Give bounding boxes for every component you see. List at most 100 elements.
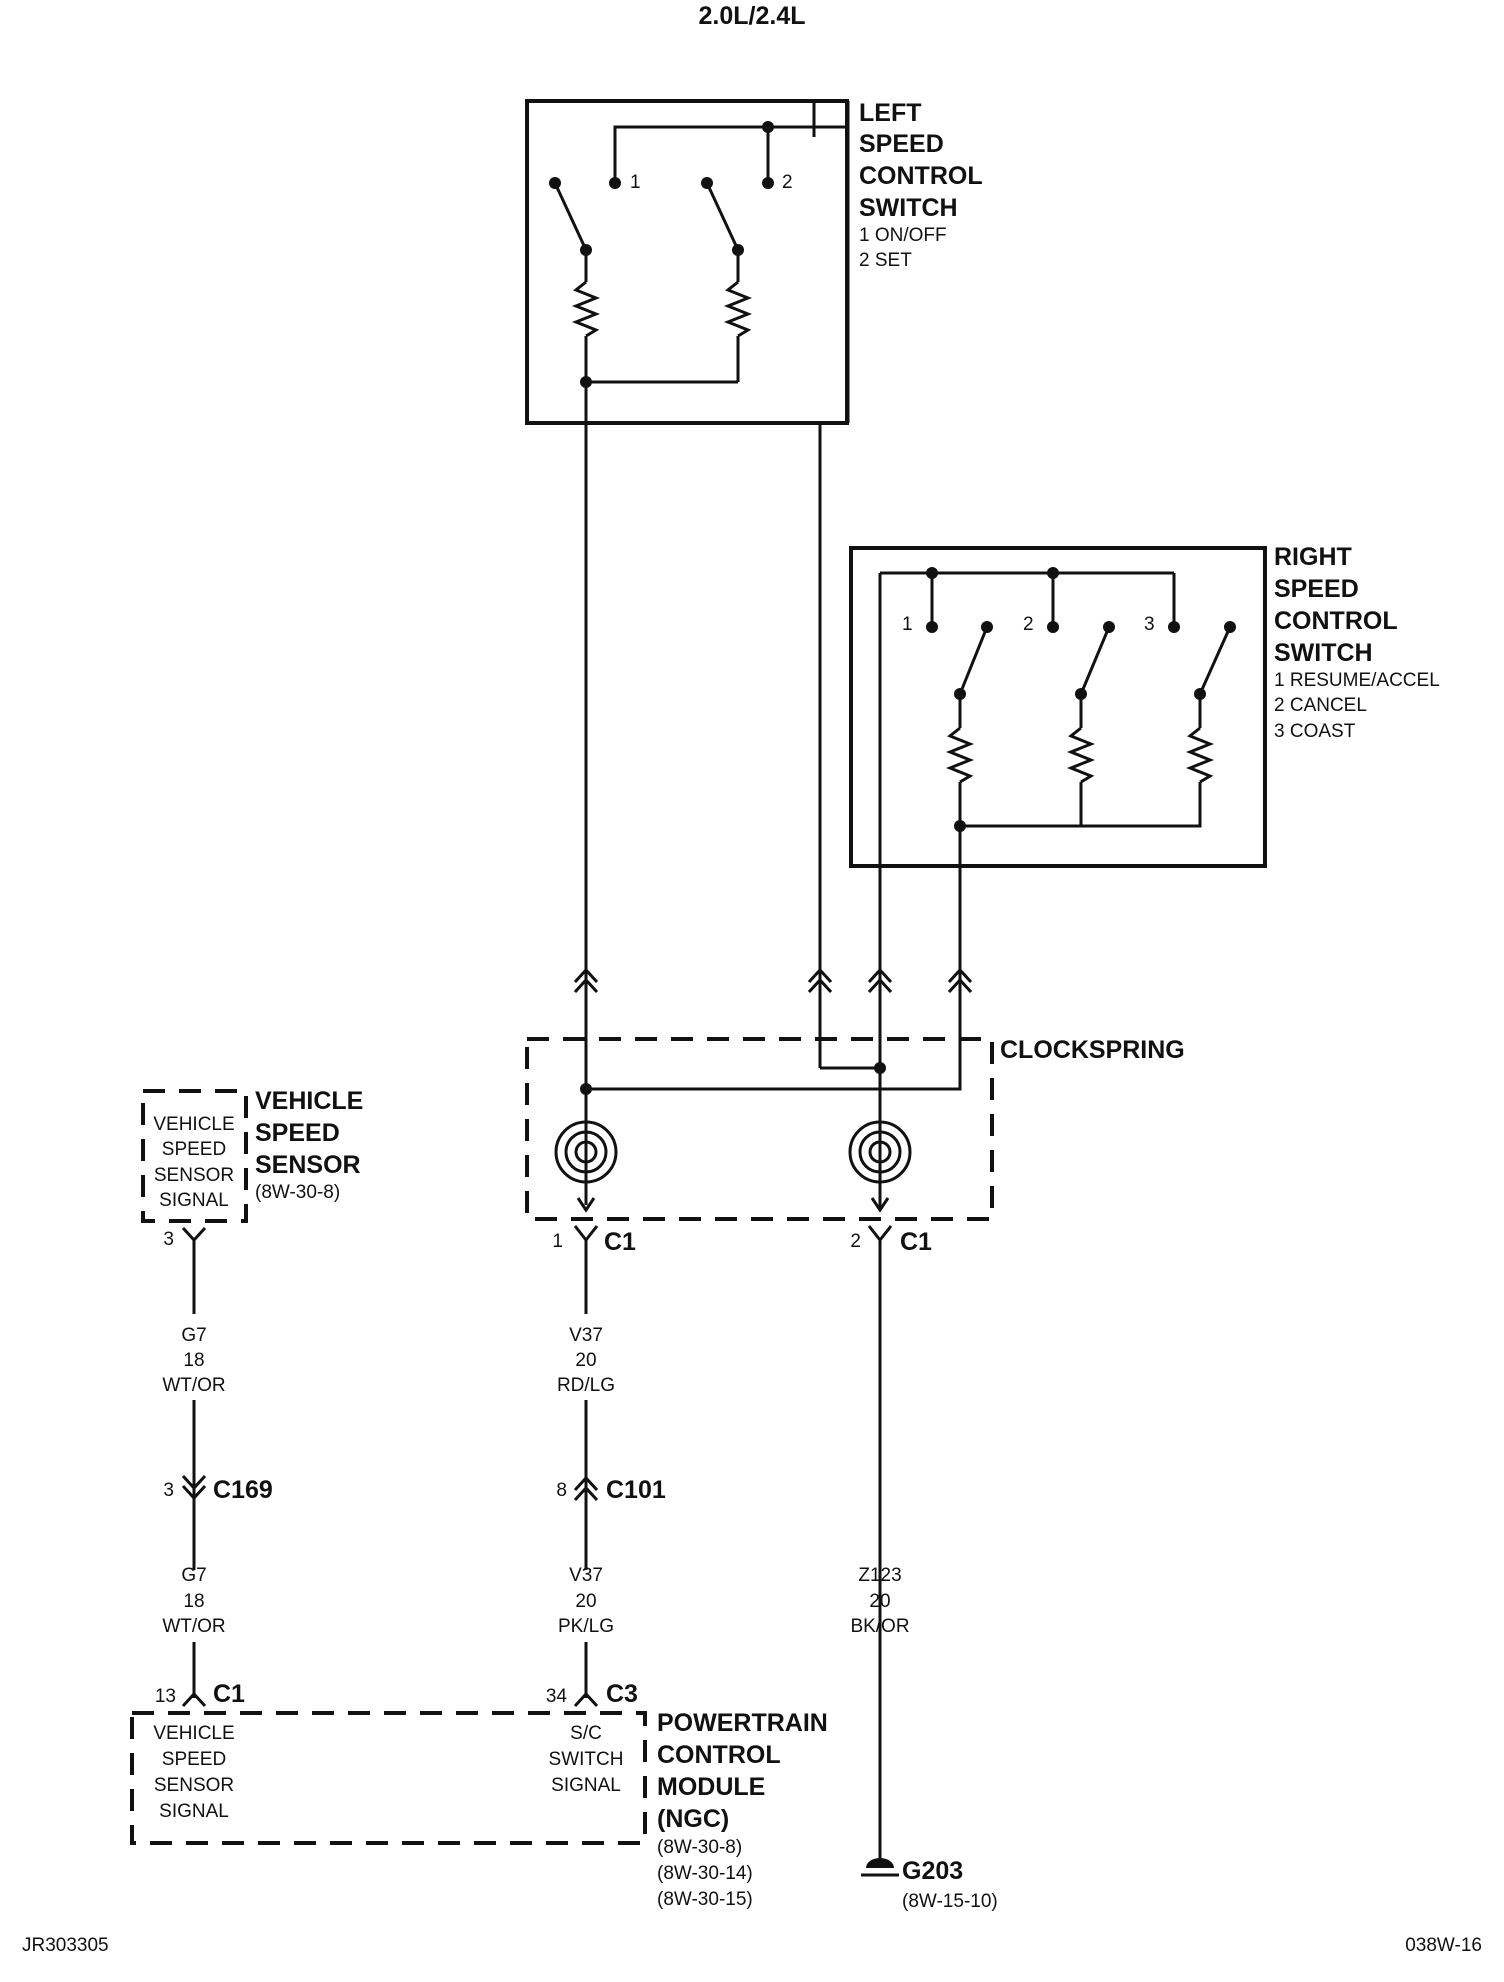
right-switch-name-line-4: SWITCH [1274,639,1373,667]
left-switch-pin-1-label: 1 [630,172,641,193]
clockspring-coil-1 [554,1120,618,1184]
pcm-c3-pin: 34 [546,1686,568,1707]
right-switch-box [849,546,1267,868]
right-switch-contact-2 [1047,621,1059,633]
pcm-c3-inner-line-1: S/C [570,1723,602,1744]
v37-upper-color: RD/LG [557,1375,615,1396]
pcm-ref-3: (8W-30-15) [657,1889,753,1910]
c169-pin: 3 [163,1480,174,1501]
left-switch-contact-1 [609,177,621,189]
clockspring [525,1037,994,1221]
left-switch-item-2: 2 SET [859,250,912,271]
g7-upper-circuit: G7 [181,1325,206,1346]
pcm-c1-inner-line-1: VEHICLE [153,1723,234,1744]
right-switch-item-2: 2 CANCEL [1274,695,1367,716]
right-switch-name-line-2: SPEED [1274,575,1359,603]
v37-lower-circuit: V37 [569,1565,603,1586]
vss-name-line-3: SENSOR [255,1151,361,1179]
left-switch-box [525,99,849,425]
pcm-c3-inner-line-3: SIGNAL [551,1775,621,1796]
pcm-c3-name: C3 [606,1680,638,1708]
g7-upper-gauge: 18 [183,1350,204,1371]
clockspring-box [525,1037,994,1221]
left-switch-contact-2 [762,177,774,189]
left-switch-item-1: 1 ON/OFF [859,225,947,246]
right-switch-contact-3 [1168,621,1180,633]
right-switch-contact-1 [926,621,938,633]
z123-color: BK/OR [850,1616,909,1637]
g7-lower-gauge: 18 [183,1591,204,1612]
pcm-c1-inner-line-3: SENSOR [154,1775,234,1796]
pcm-c3-inner-line-2: SWITCH [549,1749,624,1770]
vss-inner-line-3: SENSOR [154,1165,234,1186]
vss-inner-line-1: VEHICLE [153,1114,234,1135]
right-switch-pin-3-label: 3 [1144,614,1155,635]
pcm-box [130,1711,647,1845]
v37-upper-circuit: V37 [569,1325,603,1346]
vss-inner-line-2: SPEED [162,1139,226,1160]
vss-box [141,1089,248,1223]
clockspring-connector-c1-pin1 [573,1225,599,1314]
ground-ref: (8W-15-10) [902,1891,998,1912]
left-switch-name-line-3: CONTROL [859,162,983,190]
clockspring-c1-pin1-name: C1 [604,1228,636,1256]
left-switch-pin-2-label: 2 [782,172,793,193]
right-switch-pin-2-label: 2 [1023,614,1034,635]
ground-name: G203 [902,1857,963,1885]
clockspring-coil-2 [848,1120,912,1184]
footer-figure-id: JR303305 [22,1935,109,1956]
c101-pin: 8 [556,1480,567,1501]
left-speed-control-switch: 1 2 [525,99,849,425]
switch-to-clockspring-wiring [573,101,973,1210]
pcm-name-line-1: POWERTRAIN [657,1709,828,1737]
clockspring-label: CLOCKSPRING [1000,1036,1185,1064]
z123-gauge: 20 [869,1591,890,1612]
right-switch-resistor-2 [1066,726,1096,784]
v37-lower-color: PK/LG [558,1616,614,1637]
clockspring-c1-pin2-name: C1 [900,1228,932,1256]
right-switch-name-line-3: CONTROL [1274,607,1398,635]
left-switch-name-line-2: SPEED [859,130,944,158]
ground-icon [866,1858,894,1868]
c101-name: C101 [606,1476,666,1504]
right-switch-name-line-1: RIGHT [1274,543,1352,571]
vss-name-line-2: SPEED [255,1119,340,1147]
footer-page-id: 038W-16 [1405,1935,1482,1956]
vss-inner-line-4: SIGNAL [159,1190,229,1211]
right-speed-control-switch: 1 2 3 [849,546,1267,868]
pcm-ref-1: (8W-30-8) [657,1837,742,1858]
powertrain-control-module: VEHICLE SPEED SENSOR SIGNAL S/C SWITCH S… [130,1691,647,1845]
right-switch-item-3: 3 COAST [1274,721,1356,742]
c169-name: C169 [213,1476,273,1504]
ground-g203 [861,1850,899,1877]
right-switch-pin-1-label: 1 [902,614,913,635]
g7-lower-circuit: G7 [181,1565,206,1586]
left-switch-name-line-4: SWITCH [859,194,958,222]
vehicle-speed-sensor: VEHICLE SPEED SENSOR SIGNAL [141,1089,248,1314]
pcm-name-line-2: CONTROL [657,1741,781,1769]
v37-lower-gauge: 20 [575,1591,596,1612]
left-switch-resistor-1 [571,280,601,338]
pcm-c1-name: C1 [213,1680,245,1708]
pcm-c1-pin: 13 [155,1686,176,1707]
v37-upper-gauge: 20 [575,1350,596,1371]
g7-lower-color: WT/OR [162,1616,225,1637]
vss-name-line-1: VEHICLE [255,1087,363,1115]
vss-pin: 3 [163,1229,174,1250]
pcm-c1-inner-line-2: SPEED [162,1749,226,1770]
pcm-name-line-3: MODULE [657,1773,765,1801]
left-switch-resistor-2 [723,280,753,338]
pcm-ref-2: (8W-30-14) [657,1863,753,1884]
right-switch-item-1: 1 RESUME/ACCEL [1274,670,1440,691]
c101-connector [573,1470,599,1570]
pcm-c1-inner-line-4: SIGNAL [159,1801,229,1822]
g7-upper-color: WT/OR [162,1375,225,1396]
right-switch-resistor-1 [945,726,975,784]
c169-connector [181,1470,207,1570]
right-switch-resistor-3 [1185,726,1215,784]
vss-ref: (8W-30-8) [255,1182,340,1203]
left-switch-name-line-1: LEFT [859,99,922,127]
clockspring-c1-pin2-number: 2 [850,1231,861,1252]
clockspring-c1-pin1-number: 1 [552,1231,563,1252]
